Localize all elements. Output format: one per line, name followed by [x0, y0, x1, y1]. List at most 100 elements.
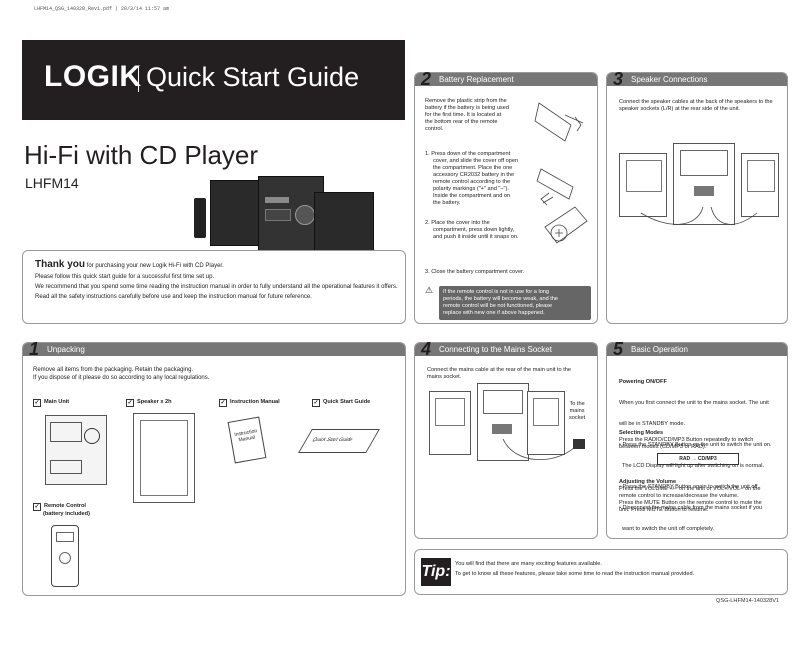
power-line: • Press the STANDBY Button on the unit t…	[619, 442, 772, 448]
volume-line: remote control to increase/decrease the …	[619, 493, 739, 499]
mains-socket-label: socket	[569, 415, 586, 421]
unpacking-title: Unpacking	[23, 343, 405, 356]
checkbox-icon: ✓	[126, 399, 134, 407]
item-main-unit: ✓Main Unit	[33, 399, 70, 407]
tip-tag: Tip:	[421, 558, 451, 586]
battery-intro-line: the bottom rear of the remote	[425, 119, 498, 125]
battery-step1-line: 1. Press down of the compartment	[425, 151, 511, 157]
header-banner: LOGIK Quick Start Guide	[22, 40, 405, 120]
battery-step2-line: compartment, press down lightly,	[433, 227, 515, 233]
left-speaker-image	[210, 180, 264, 246]
speaker-panel: Speaker Connections 3 Connect the speake…	[606, 69, 788, 324]
volume-line: unit. Press MUTE Button to resume.	[619, 507, 709, 513]
mains-line: mains socket.	[427, 374, 462, 380]
battery-intro-line: for the first time. It is located at	[425, 112, 502, 118]
battery-step1-line: cover, and slide the cover off open	[433, 158, 519, 164]
power-line: • Disconnect the mains cable from the ma…	[619, 505, 763, 511]
thank-you-panel: Thank you for purchasing your new Logik …	[22, 250, 406, 324]
volume-line: Press the MUTE Button on the remote cont…	[619, 500, 762, 506]
checkbox-icon: ✓	[312, 399, 320, 407]
remote-drawing	[51, 525, 79, 587]
checkbox-icon: ✓	[33, 503, 41, 511]
power-line: • Press the STANDBY Button again to swit…	[619, 484, 760, 490]
thank-you-line: We recommend that you spend some time re…	[35, 284, 398, 290]
battery-intro-line: control.	[425, 126, 444, 132]
mains-socket-label: To the	[569, 401, 585, 407]
speaker-drawing	[133, 413, 195, 503]
mains-socket-label: mains	[569, 408, 585, 414]
step-number: 2	[421, 69, 432, 89]
remote-image	[194, 198, 206, 238]
main-unit-image	[258, 176, 324, 254]
mode-rad: RAD	[679, 456, 691, 462]
modes-heading: Selecting Modes	[619, 430, 664, 436]
product-image	[188, 176, 400, 258]
arrow-right-icon: →	[691, 456, 698, 462]
battery-intro-line: Remove the plastic strip from the	[425, 98, 507, 104]
manual-cover-text: Instruction Manual	[233, 428, 258, 444]
mains-line: Connect the mains cable at the rear of t…	[427, 367, 571, 373]
speaker-line: speaker sockets (L/R) at the rear side o…	[619, 106, 740, 112]
battery-step1-line: Inside the compartment and on	[433, 193, 511, 199]
warning-icon: ⚠	[425, 285, 434, 295]
battery-step1-line: accessory CR2032 battery in the	[433, 172, 515, 178]
unpacking-panel: Unpacking 1 Remove all items from the pa…	[22, 339, 406, 596]
battery-step2-line: 2. Place the cover into the	[425, 220, 490, 226]
checkbox-icon: ✓	[33, 399, 41, 407]
left-speaker-rear	[619, 153, 667, 217]
qsg-cover-text: Quick Start Guide	[310, 437, 354, 443]
battery-illustration	[534, 102, 588, 244]
speaker-cables	[640, 206, 758, 225]
battery-step1-line: the battery.	[433, 200, 461, 206]
item-manual: ✓Instruction Manual	[219, 399, 280, 407]
item-remote: ✓Remote Control	[33, 503, 86, 511]
logo-divider	[138, 66, 139, 92]
unpacking-line: If you dispose of it please do so accord…	[33, 375, 210, 381]
speaker-line: Connect the speaker cables at the back o…	[619, 99, 773, 105]
modes-line: Press the RADIO/CD/MP3 Button repeatedly…	[619, 437, 754, 443]
thank-you-line: Read all the safety instructions careful…	[35, 294, 312, 300]
thank-you-heading: Thank you	[35, 259, 86, 270]
basic-title: Basic Operation	[607, 343, 787, 356]
model-number: LHFM14	[25, 175, 79, 191]
battery-step1-line: remote control according to the	[433, 179, 511, 185]
speaker-title: Speaker Connections	[607, 73, 787, 86]
mode-cycle-diagram: RAD → CD/MP3	[657, 453, 739, 465]
battery-step3: 3. Close the battery compartment cover.	[425, 269, 525, 275]
guide-title: Quick Start Guide	[146, 62, 360, 92]
mains-left-speaker	[429, 391, 471, 455]
step-number: 1	[29, 339, 40, 359]
product-title: Hi-Fi with CD Player	[24, 140, 259, 170]
mains-title: Connecting to the Mains Socket	[415, 343, 597, 356]
battery-intro-line: battery if the battery is being used	[425, 105, 509, 111]
modes-line: between modes (CD/MP3 or RAD).	[619, 444, 707, 450]
tip-panel: Tip: You will find that there are many e…	[414, 549, 788, 595]
volume-line: Press the VOLUME +/– on the unit or VOL+…	[619, 486, 761, 492]
right-speaker-image	[314, 192, 374, 258]
battery-step2-line: and push it inside until it snaps on.	[433, 234, 519, 240]
battery-title: Battery Replacement	[415, 73, 597, 86]
battery-panel: Battery Replacement 2 Remove the plastic…	[414, 69, 598, 324]
thank-you-lead: for purchasing your new Logik Hi-Fi with…	[85, 263, 224, 269]
mains-cable	[502, 438, 585, 460]
battery-warning: If the remote control is not in use for …	[439, 286, 591, 320]
item-qsg: ✓Quick Start Guide	[312, 399, 371, 407]
item-remote-sub: (battery included)	[43, 511, 90, 517]
power-line: will be in STANDBY mode.	[619, 421, 686, 427]
qsg-drawing: Quick Start Guide	[298, 429, 380, 453]
file-header: LHFM14_QSG_140328_Rev1.pdf | 28/3/14 11:…	[34, 6, 170, 12]
power-heading: Powering ON/OFF	[619, 379, 667, 385]
battery-step1-line: polarity markings ("+" and "–").	[433, 186, 509, 192]
main-unit-drawing	[45, 415, 107, 485]
mode-cd: CD/MP3	[697, 456, 717, 462]
power-line: When you first connect the unit to the m…	[619, 400, 769, 406]
mains-right-speaker	[527, 391, 565, 455]
manual-drawing: Instruction Manual	[227, 416, 267, 464]
checkbox-icon: ✓	[219, 399, 227, 407]
step-number: 3	[613, 69, 624, 89]
step-number: 5	[613, 339, 624, 359]
tip-line: To get to know all these features, pleas…	[455, 571, 695, 577]
mains-main-unit	[477, 383, 529, 461]
unpacking-line: Remove all items from the packaging. Ret…	[33, 367, 194, 373]
tip-line: You will find that there are many exciti…	[455, 561, 602, 567]
